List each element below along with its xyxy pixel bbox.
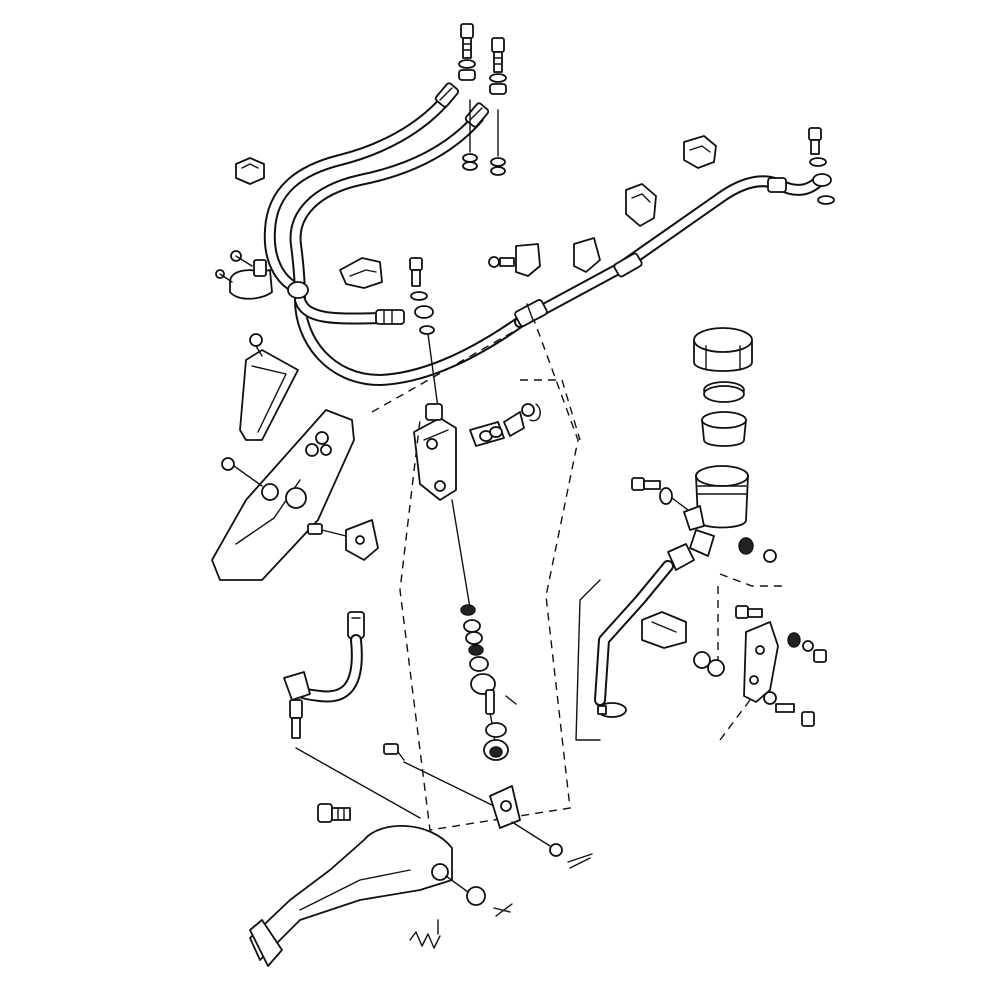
- reservoir-grommet: [738, 537, 777, 563]
- reservoir-bolt: [631, 477, 689, 511]
- brake-hose-long-right: [514, 174, 826, 328]
- switch-guide-line: [295, 747, 421, 819]
- reservoir-body: [683, 465, 749, 557]
- reservoir-cap: [693, 327, 753, 372]
- brake-hose-upper-right: [289, 112, 484, 306]
- reservoir-diaphragm: [701, 411, 747, 447]
- master-cylinder-inlet-fitting: [469, 403, 541, 447]
- heel-guard-plate: [211, 409, 355, 581]
- bracket-guide-line: [717, 573, 782, 741]
- assembly-guide-line-1: [371, 318, 579, 831]
- bracket-bolt-lower: [763, 691, 815, 727]
- banjo-bolt-top-2: [489, 37, 507, 95]
- hose-clamp-mid: [339, 257, 383, 289]
- brake-light-switch: [283, 671, 311, 739]
- hose-clamp-upper-right-1: [625, 183, 657, 227]
- hose-guide-1: [488, 243, 541, 277]
- master-cylinder-body: [413, 403, 457, 501]
- brake-pedal-arm: [249, 824, 453, 967]
- crush-washer-stack-1: [462, 99, 478, 171]
- hose-guide-2: [573, 237, 601, 273]
- mounting-bolt-bracket: [307, 523, 347, 537]
- pivot-bolt: [317, 803, 351, 823]
- bracket-nut-right: [787, 632, 827, 663]
- return-spring: [409, 919, 441, 949]
- master-cylinder-bracket: [345, 519, 379, 561]
- banjo-bolt-top-1: [458, 23, 476, 81]
- brake-hose-upper-left: [263, 92, 453, 294]
- hose-clamp-reservoir: [641, 611, 687, 649]
- pushrod-clevis: [489, 785, 521, 829]
- pedal-cotter-pin: [493, 903, 513, 917]
- hose-fitting-mid: [375, 309, 405, 325]
- hose-joint-center: [514, 299, 548, 327]
- brake-hose-lower: [294, 294, 526, 386]
- crush-washer-stack-2: [490, 109, 506, 176]
- reservoir-bracket: [743, 621, 779, 703]
- clevis-washer: [511, 821, 563, 857]
- clevis-pin: [383, 743, 499, 809]
- hose-fitting-junction: [287, 281, 309, 299]
- banjo-bolt-master-cylinder: [409, 257, 439, 409]
- bracket-bolt-upper: [735, 605, 763, 619]
- hose-clamp-left: [215, 250, 273, 300]
- bracket-washers-left: [693, 651, 725, 677]
- reservoir-diaphragm-plate: [703, 381, 745, 403]
- hose-clamp-upper-right-2: [683, 135, 717, 169]
- piston-parts: [460, 604, 517, 761]
- hose-joint-right: [613, 252, 643, 278]
- hose-fitting-top-left: [434, 82, 460, 108]
- clevis-cotter-pin: [567, 853, 593, 869]
- hose-clip-lower: [597, 702, 627, 718]
- mounting-bolt-plate: [221, 457, 263, 487]
- assembly-guide-line-2: [520, 379, 581, 441]
- reservoir-hose: [575, 543, 695, 741]
- hose-bracket-left: [239, 333, 299, 441]
- banjo-bolt-far-right: [808, 127, 835, 205]
- hose-fitting-far-right: [767, 177, 787, 193]
- hose-clamp-upper-left: [235, 157, 265, 185]
- pedal-washer: [445, 875, 486, 906]
